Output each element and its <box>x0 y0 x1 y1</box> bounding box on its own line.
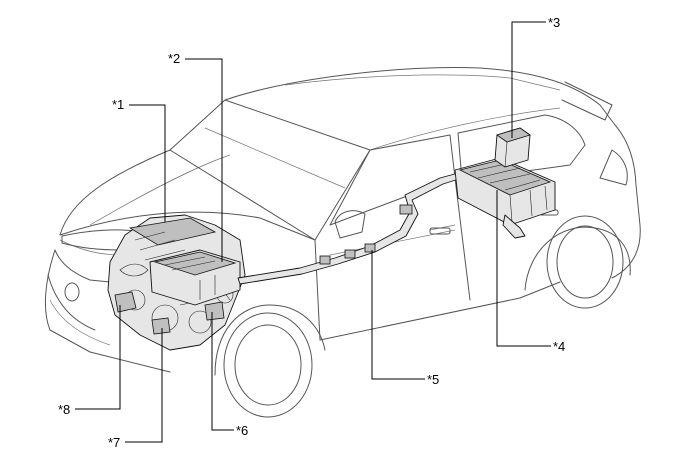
callout-labels: *1 *2 *3 *4 *5 *6 *7 *8 <box>58 15 565 450</box>
leader-5 <box>371 250 425 380</box>
callout-label-6: *6 <box>236 423 248 438</box>
callout-label-2: *2 <box>168 51 180 66</box>
leader-2 <box>185 58 223 262</box>
leader-4 <box>496 190 551 347</box>
inverter-assembly <box>149 249 241 306</box>
component-8 <box>114 291 137 313</box>
component-6 <box>204 301 225 321</box>
power-cable <box>237 171 463 285</box>
callout-label-8: *8 <box>58 402 70 417</box>
callout-label-4: *4 <box>553 339 565 354</box>
leader-lines <box>75 21 551 443</box>
auxiliary-battery <box>494 127 531 168</box>
leader-3 <box>511 21 546 138</box>
callout-label-7: *7 <box>108 435 120 450</box>
hv-battery-assembly <box>454 157 556 239</box>
leader-1 <box>129 104 166 222</box>
leader-8 <box>75 305 121 410</box>
leader-6 <box>211 312 234 431</box>
callout-label-5: *5 <box>427 372 439 387</box>
callout-label-3: *3 <box>548 15 560 30</box>
leader-7 <box>125 328 163 443</box>
callout-label-1: *1 <box>112 97 124 112</box>
component-7 <box>151 317 171 335</box>
vehicle-outline <box>44 67 641 418</box>
